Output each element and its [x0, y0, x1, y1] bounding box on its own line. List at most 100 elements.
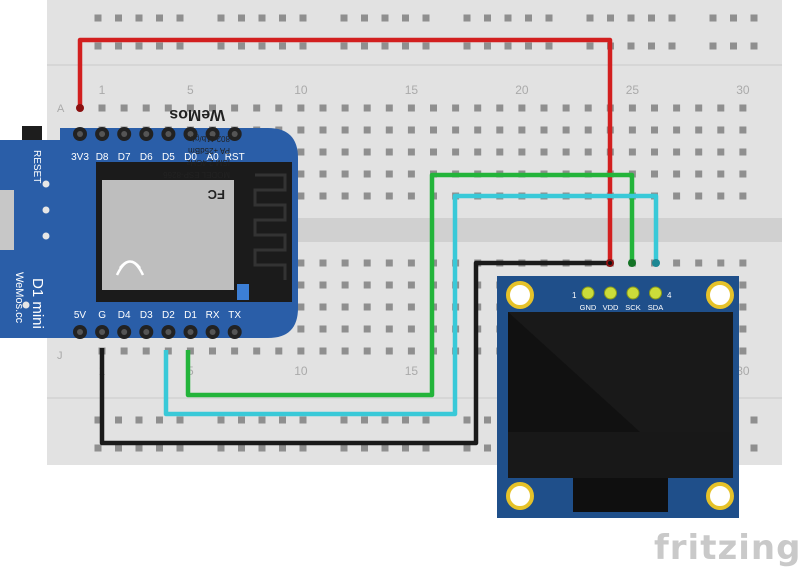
- breadboard-hole: [407, 347, 415, 355]
- breadboard-rail-hole: [135, 416, 143, 424]
- breadboard-hole: [297, 148, 305, 156]
- breadboard-hole: [297, 281, 305, 289]
- breadboard-rail-hole: [402, 14, 409, 22]
- top-pin-label: D8: [96, 152, 109, 163]
- header-pin-hole: [121, 329, 128, 335]
- shield-line-4: 802.11b/g/n: [188, 134, 230, 143]
- breadboard-rail-hole: [484, 444, 491, 452]
- rf-shield: [102, 180, 234, 290]
- breadboard-rail-hole: [463, 416, 471, 424]
- breadboard-hole: [739, 126, 747, 134]
- breadboard-hole: [474, 104, 482, 112]
- breadboard-hole: [739, 347, 747, 355]
- wire-green-sck[interactable]: [185, 172, 635, 398]
- breadboard-rail-hole: [156, 42, 163, 50]
- breadboard-rail-hole: [750, 444, 758, 452]
- oled-pin-label: VDD: [603, 303, 619, 312]
- breadboard-hole: [628, 126, 636, 134]
- breadboard-hole: [341, 170, 349, 178]
- breadboard-hole: [562, 148, 570, 156]
- column-number: 15: [405, 364, 419, 378]
- breadboard-rail-hole: [135, 14, 143, 22]
- header-pin-hole: [165, 329, 172, 335]
- breadboard-hole: [297, 104, 305, 112]
- breadboard-rail-hole: [340, 14, 348, 22]
- breadboard-rail-hole: [258, 42, 266, 50]
- breadboard-rail-hole: [545, 14, 553, 22]
- breadboard-rail-hole: [668, 42, 676, 50]
- breadboard-rail-hole: [279, 444, 286, 452]
- fritzing-logo: fritzing: [654, 528, 800, 568]
- column-number: 25: [626, 83, 640, 97]
- breadboard-hole: [297, 347, 305, 355]
- wire-cyan-sda[interactable]: [163, 193, 659, 417]
- bottom-pin-label: D3: [140, 310, 153, 321]
- breadboard-hole: [695, 192, 703, 200]
- breadboard-hole: [319, 170, 327, 178]
- breadboard-rail-hole: [627, 14, 635, 22]
- breadboard-rail-hole: [586, 42, 594, 50]
- breadboard-hole: [717, 148, 725, 156]
- breadboard-rail-hole: [381, 14, 389, 22]
- breadboard-rail-hole: [176, 14, 184, 22]
- breadboard-hole: [717, 170, 725, 178]
- breadboard-hole: [186, 347, 194, 355]
- wire-red-3v3[interactable]: [77, 37, 613, 263]
- wire-black-gnd[interactable]: [99, 260, 610, 446]
- breadboard-rail-hole: [279, 416, 286, 424]
- breadboard-hole: [673, 259, 681, 267]
- breadboard-hole: [297, 303, 305, 311]
- oled-pin-label: GND: [580, 303, 597, 312]
- breadboard-hole: [739, 281, 747, 289]
- breadboard-hole: [407, 259, 415, 267]
- breadboard-rail-hole: [381, 444, 389, 452]
- breadboard-hole: [385, 281, 393, 289]
- breadboard-rail-hole: [381, 42, 389, 50]
- breadboard-hole: [518, 126, 526, 134]
- header-pin-hole: [99, 131, 106, 137]
- header-pin-hole: [143, 329, 150, 335]
- breadboard-hole: [341, 347, 349, 355]
- breadboard-hole: [120, 347, 128, 355]
- breadboard-hole: [319, 347, 327, 355]
- breadboard-hole: [717, 192, 725, 200]
- breadboard-hole: [452, 126, 460, 134]
- breadboard-hole: [142, 104, 150, 112]
- top-pin-label: A0: [206, 152, 219, 163]
- oled-pins: [581, 286, 662, 300]
- breadboard-hole: [341, 192, 349, 200]
- top-pin-label: D7: [118, 152, 131, 163]
- breadboard-rail-hole: [525, 14, 532, 22]
- header-pin-hole: [121, 131, 128, 137]
- breadboard-rail-hole: [361, 416, 368, 424]
- breadboard-hole: [341, 303, 349, 311]
- header-pin-hole: [231, 131, 238, 137]
- breadboard-hole: [695, 104, 703, 112]
- breadboard-rail-hole: [135, 444, 143, 452]
- breadboard-hole: [430, 126, 437, 134]
- breadboard-rail-hole: [217, 416, 225, 424]
- breadboard-hole: [496, 104, 504, 112]
- breadboard-hole: [540, 148, 548, 156]
- breadboard-hole: [363, 347, 371, 355]
- breadboard-hole: [407, 192, 415, 200]
- breadboard-hole: [739, 325, 747, 333]
- breadboard-hole: [186, 104, 194, 112]
- breadboard-hole: [407, 281, 415, 289]
- breadboard-hole: [319, 104, 327, 112]
- header-pin-hole: [77, 329, 83, 335]
- breadboard-rail-hole: [361, 444, 368, 452]
- breadboard-rail-hole: [238, 444, 245, 452]
- breadboard-rail-hole: [340, 444, 348, 452]
- breadboard-hole: [496, 148, 504, 156]
- breadboard-rail-hole: [484, 42, 491, 50]
- breadboard-rail-hole: [668, 14, 676, 22]
- header-pin-hole: [165, 131, 172, 137]
- breadboard-hole: [363, 303, 371, 311]
- breadboard-hole: [275, 104, 283, 112]
- breadboard-rail-hole: [402, 444, 409, 452]
- breadboard-rail-hole: [402, 416, 409, 424]
- oled-pin-number-1: 1: [572, 291, 577, 300]
